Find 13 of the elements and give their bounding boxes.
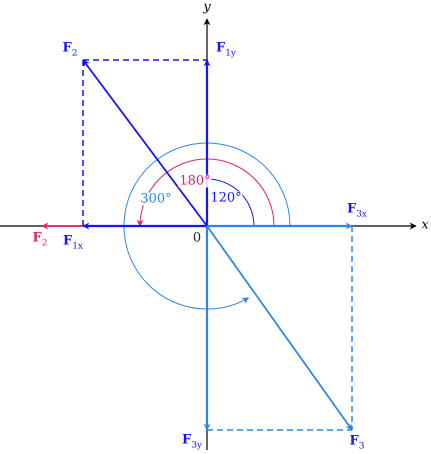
vector-label: F$_{2}$ xyxy=(32,232,48,248)
vector-label: F$_{1y}$ xyxy=(216,42,236,58)
vector-label: F$_{3}$ xyxy=(350,434,364,452)
angle-label: 180° xyxy=(178,174,212,188)
angle-label: 120° xyxy=(209,192,243,204)
vector-label: F$_{3x}$ xyxy=(346,202,368,220)
angle-label: 300° xyxy=(139,192,173,206)
vector-label: F$_{3y}$ xyxy=(182,434,202,450)
origin-label: 0 xyxy=(192,232,202,244)
axis-label: x xyxy=(421,218,429,232)
axis-label: y xyxy=(203,0,211,14)
vector-label: F$_{1x}$ xyxy=(62,234,84,252)
vector-label: F$_{2}$ xyxy=(62,42,78,58)
